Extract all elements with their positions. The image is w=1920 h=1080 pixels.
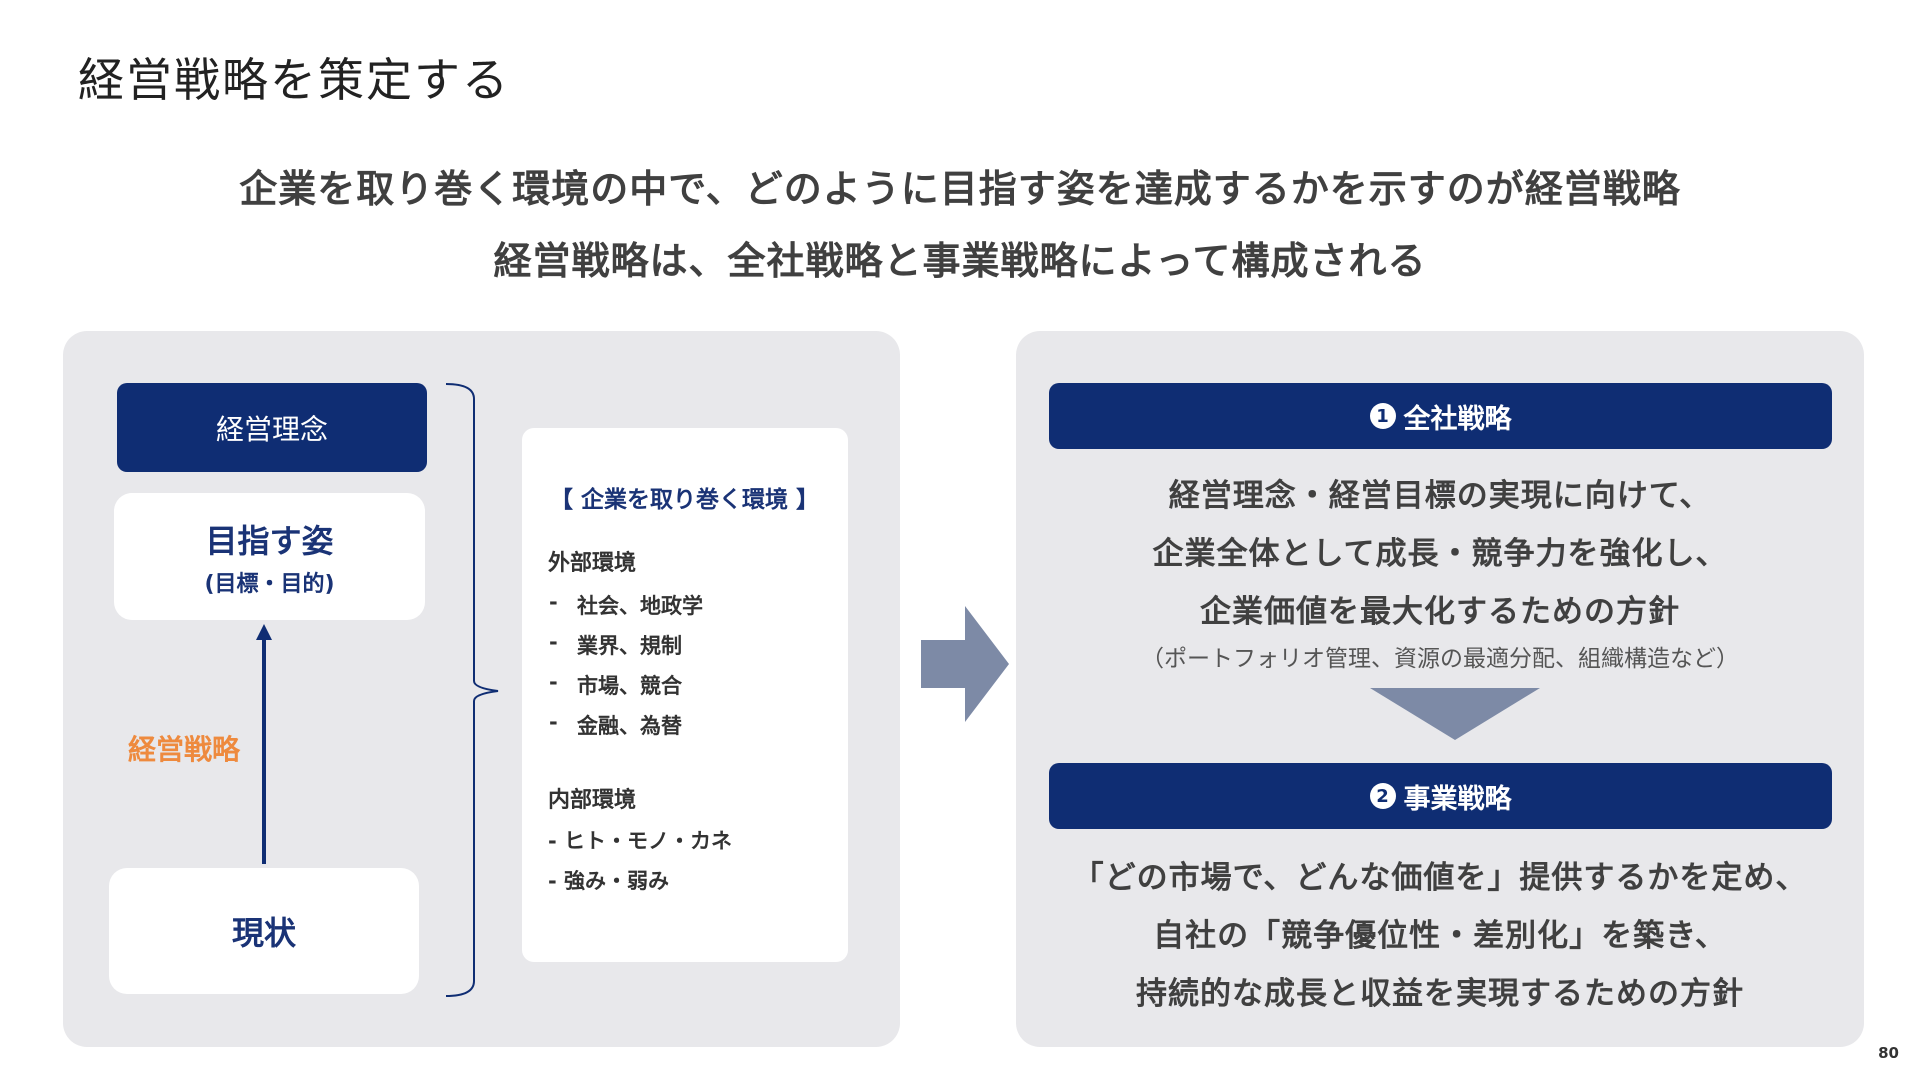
goal-subtitle: (目標・目的) (204, 571, 335, 597)
philosophy-label: 経営理念 (215, 412, 328, 446)
goal-title: 目指す姿 (205, 521, 334, 560)
internal-item: - 強み・弱み (548, 869, 670, 893)
external-environment-title: 外部環境 (548, 551, 637, 576)
internal-environment-title: 内部環境 (548, 788, 637, 813)
environment-box (522, 428, 848, 962)
corporate-strategy-header: 1 全社戦略 (1049, 383, 1832, 449)
business-description-line: 「どの市場で、どんな価値を」提供するかを定め、 (1072, 860, 1808, 896)
corporate-strategy-title: 全社戦略 (1403, 403, 1512, 435)
corporate-note: （ポートフォリオ管理、資源の最適分配、組織構造など） (1141, 646, 1739, 672)
down-triangle-icon (1370, 688, 1540, 740)
current-box: 現状 (109, 868, 419, 994)
strategy-label: 経営戦略 (128, 733, 241, 766)
business-strategy-header: 2 事業戦略 (1049, 763, 1832, 829)
external-item-bullet: - (549, 710, 558, 734)
page-number: 80 (1878, 1044, 1899, 1062)
external-item-bullet: - (549, 670, 558, 694)
number-2-icon: 2 (1369, 783, 1396, 809)
goal-box: 目指す姿 (目標・目的) (114, 493, 425, 620)
corporate-description-line: 企業価値を最大化するための方針 (1200, 594, 1680, 630)
subtitle-line-1: 企業を取り巻く環境の中で、どのように目指す姿を達成するかを示すのが経営戦略 (239, 167, 1681, 211)
page-title: 経営戦略を策定する (78, 53, 510, 107)
external-item: 業界、規制 (577, 634, 682, 658)
corporate-description-line: 企業全体として成長・競争力を強化し、 (1152, 536, 1728, 572)
environment-heading: 【 企業を取り巻く環境 】 (550, 487, 820, 513)
right-brace-icon (445, 383, 499, 997)
subtitle-line-2: 経営戦略は、全社戦略と事業戦略によって構成される (493, 239, 1427, 283)
up-arrow-icon (256, 624, 272, 864)
business-description-line: 自社の「競争優位性・差別化」を築き、 (1153, 918, 1727, 954)
external-item-bullet: - (549, 590, 558, 614)
external-item-bullet: - (549, 630, 558, 654)
right-arrow-icon (921, 606, 1009, 722)
corporate-description-line: 経営理念・経営目標の実現に向けて、 (1168, 478, 1712, 514)
external-item: 市場、競合 (577, 674, 682, 698)
number-1-icon: 1 (1369, 403, 1396, 429)
philosophy-box: 経営理念 (117, 383, 427, 472)
external-item: 社会、地政学 (577, 594, 703, 618)
business-strategy-title: 事業戦略 (1403, 783, 1512, 815)
business-description-line: 持続的な成長と収益を実現するための方針 (1136, 976, 1744, 1012)
current-label: 現状 (231, 914, 296, 952)
external-item: 金融、為替 (577, 714, 682, 738)
internal-item: - ヒト・モノ・カネ (548, 829, 733, 853)
